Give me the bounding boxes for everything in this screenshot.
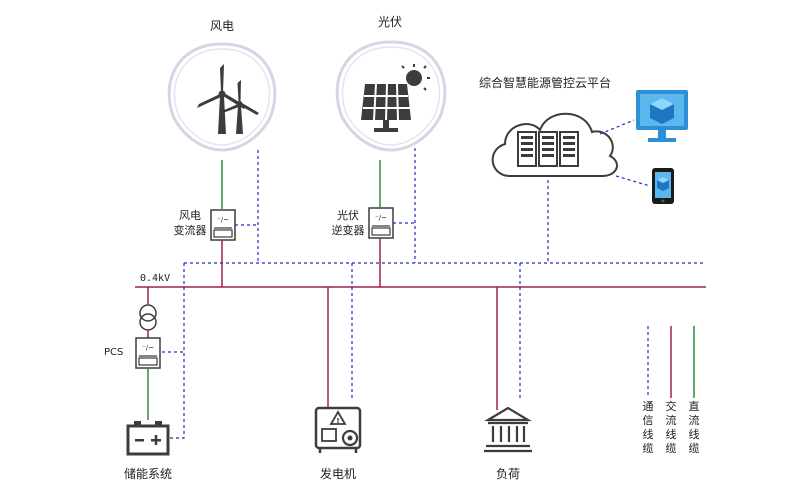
wind-converter-label-2: 变流器 <box>174 223 207 237</box>
cloud-platform-label: 综合智慧能源管控云平台 <box>479 75 611 90</box>
phone-icon <box>652 168 674 204</box>
pv-inverter-label-2: 逆变器 <box>332 223 365 237</box>
pcs-label: PCS <box>104 347 123 358</box>
wind-turbine-icon <box>197 64 259 134</box>
wind-converter-label-1: 风电 <box>179 209 201 222</box>
pv-inverter: ⁻∕~ <box>368 207 394 239</box>
pcs-symbol: ⁻∕~ <box>142 344 154 352</box>
load-label: 负荷 <box>496 467 520 481</box>
transformer-icon <box>139 304 157 331</box>
svg-text:!: ! <box>336 417 339 425</box>
wind-converter: ⁻∕~ <box>210 209 236 241</box>
legend-text-comm: 通信线缆 <box>643 400 654 455</box>
wind-source <box>167 42 277 152</box>
solar-panel-icon <box>361 64 430 132</box>
solar-source <box>335 40 447 152</box>
wind-bubble-outer <box>167 42 277 152</box>
building-load-icon <box>484 406 532 453</box>
generator-icon: ! <box>314 406 362 453</box>
comm-cables <box>162 119 706 439</box>
ac-cables <box>135 238 706 410</box>
generator-label: 发电机 <box>320 466 356 481</box>
wind-label: 风电 <box>210 19 234 33</box>
legend: 通信线缆 交流线缆 直流线缆 <box>643 326 700 455</box>
converter-symbol: ⁻∕~ <box>217 216 229 224</box>
monitor-icon <box>636 90 688 142</box>
cloud-platform <box>491 112 618 177</box>
inverter-symbol: ⁻∕~ <box>375 214 387 222</box>
dc-cables <box>147 160 381 420</box>
pcs-unit: ⁻∕~ <box>135 337 161 369</box>
battery-icon <box>126 421 170 456</box>
legend-text-ac: 交流线缆 <box>666 399 677 455</box>
legend-text-dc: 直流线缆 <box>689 399 700 455</box>
voltage-label: 0.4kV <box>140 273 170 284</box>
pv-inverter-label-1: 光伏 <box>337 208 359 222</box>
solar-label: 光伏 <box>378 15 402 29</box>
storage-label: 储能系统 <box>124 466 172 481</box>
solar-bubble-outer <box>335 40 447 152</box>
server-icon <box>517 131 579 167</box>
